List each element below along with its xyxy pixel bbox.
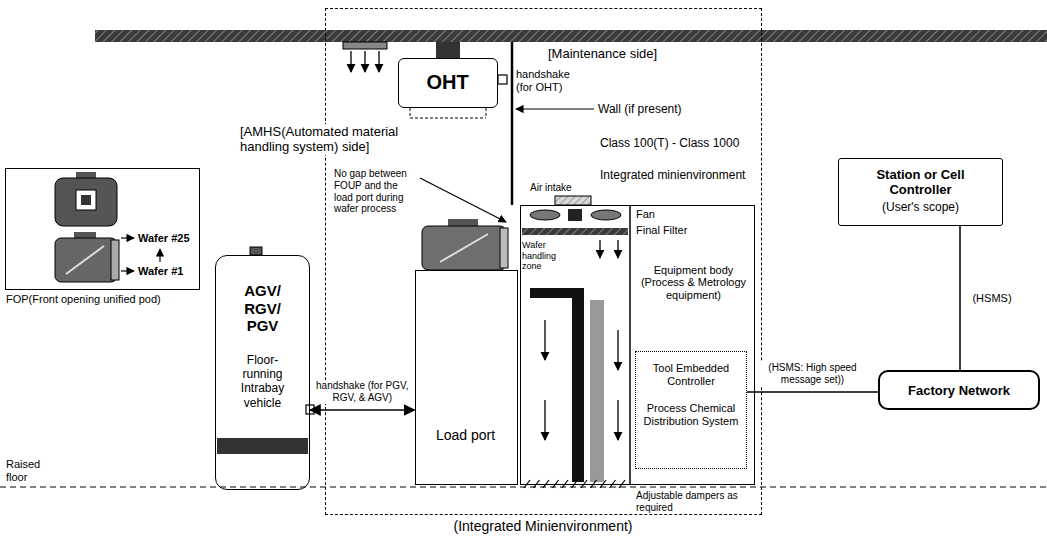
factory-network: Factory Network (878, 370, 1040, 410)
node-text: OHT (426, 71, 468, 95)
node-text: Station or Cell Controller (861, 167, 981, 198)
side-label: [AMHS(Automated material handling system… (240, 124, 440, 155)
part-label: Fan (636, 208, 676, 221)
floor-label: Raised floor (6, 458, 51, 484)
node-text: Wafer #25 (138, 232, 200, 245)
ceiling-rail (95, 30, 1047, 42)
intrabay-vehicle: AGV/ RGV/ PGV Floor-running Intrabay vehi… (215, 255, 310, 490)
connector (747, 391, 878, 393)
zone-label: Integrated minienvironment (600, 168, 760, 182)
zone-divider (630, 205, 631, 485)
node-text: (User's scope) (882, 200, 959, 214)
node-text: (Integrated Minienvironment) (326, 518, 760, 535)
node-text: Tool Embedded Controller (641, 362, 741, 388)
edge-label: (HSMS) (967, 292, 1017, 305)
vehicle-parts (217, 247, 314, 454)
node-text: Equipment body (Process & Metrology equi… (637, 264, 751, 303)
edge-label: handshake (for PGV, RGV, & AGV) (314, 380, 410, 404)
note-label: No gap between FOUP and the load port du… (334, 168, 418, 215)
node-text: Wafer #1 (138, 265, 200, 278)
wafer-robot (530, 288, 604, 482)
node-text: Floor-running Intrabay vehicle (228, 353, 298, 410)
part-label: Final Filter (636, 224, 716, 237)
zone-label: Wafer handling zone (522, 240, 574, 272)
connector (959, 226, 961, 370)
part-label: Air intake (530, 182, 590, 194)
cell-controller: Station or Cell Controller (User's scope) (838, 158, 1003, 226)
foup-on-load-port (422, 219, 508, 270)
foup-inset-box: Wafer #25Wafer #1FOP(Front opening unifi… (5, 168, 200, 290)
ceiling-filter (343, 42, 387, 72)
raised-floor-line (0, 487, 1047, 488)
load-port: Load port (415, 270, 518, 485)
handshake-label: handshake (for OHT) (516, 68, 586, 94)
node-text: Factory Network (908, 383, 1010, 398)
oht-vehicle: OHT (398, 58, 498, 108)
fan (530, 209, 621, 221)
node-text: AGV/ RGV/ PGV (238, 282, 288, 335)
foup-top-view (55, 172, 117, 226)
edge-label: (HSMS: High speed message set)) (757, 362, 869, 386)
note-label: Adjustable dampers as required (636, 490, 761, 514)
handshake-port (498, 75, 507, 84)
side-label: [Maintenance side] (548, 46, 688, 61)
node-text: FOP(Front opening unified pod) (6, 293, 206, 306)
wall-label: Wall (if present) (598, 102, 718, 116)
node-text: Load port (416, 427, 516, 444)
wall-line (512, 42, 513, 205)
tool-controller: Tool Embedded ControllerProcess Chemical… (635, 351, 747, 469)
node-text: Process Chemical Distribution System (641, 402, 741, 428)
final-filter (522, 228, 628, 235)
class-label: Class 100(T) - Class 1000 (600, 136, 760, 150)
